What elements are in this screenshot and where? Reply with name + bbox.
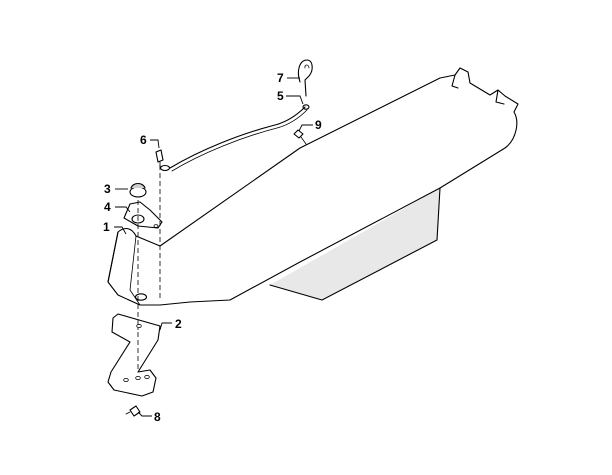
callout-3: 3	[104, 182, 111, 196]
clip	[297, 59, 313, 97]
retaining-cable	[159, 104, 310, 172]
grommet	[129, 182, 147, 198]
callout-5: 5	[277, 89, 284, 103]
callout-2: 2	[175, 317, 182, 331]
pin	[155, 149, 164, 169]
callout-6: 6	[140, 133, 147, 147]
callout-9: 9	[315, 118, 322, 132]
screw-9	[293, 129, 307, 145]
mounting-bracket	[107, 313, 161, 397]
latch-base	[123, 201, 163, 229]
callout-7: 7	[277, 71, 284, 85]
callout-1: 1	[103, 220, 110, 234]
callout-8: 8	[154, 410, 161, 424]
leader-lines	[114, 77, 313, 417]
screw-8	[125, 405, 141, 417]
skid-plate	[107, 67, 519, 306]
callout-4: 4	[104, 200, 111, 214]
